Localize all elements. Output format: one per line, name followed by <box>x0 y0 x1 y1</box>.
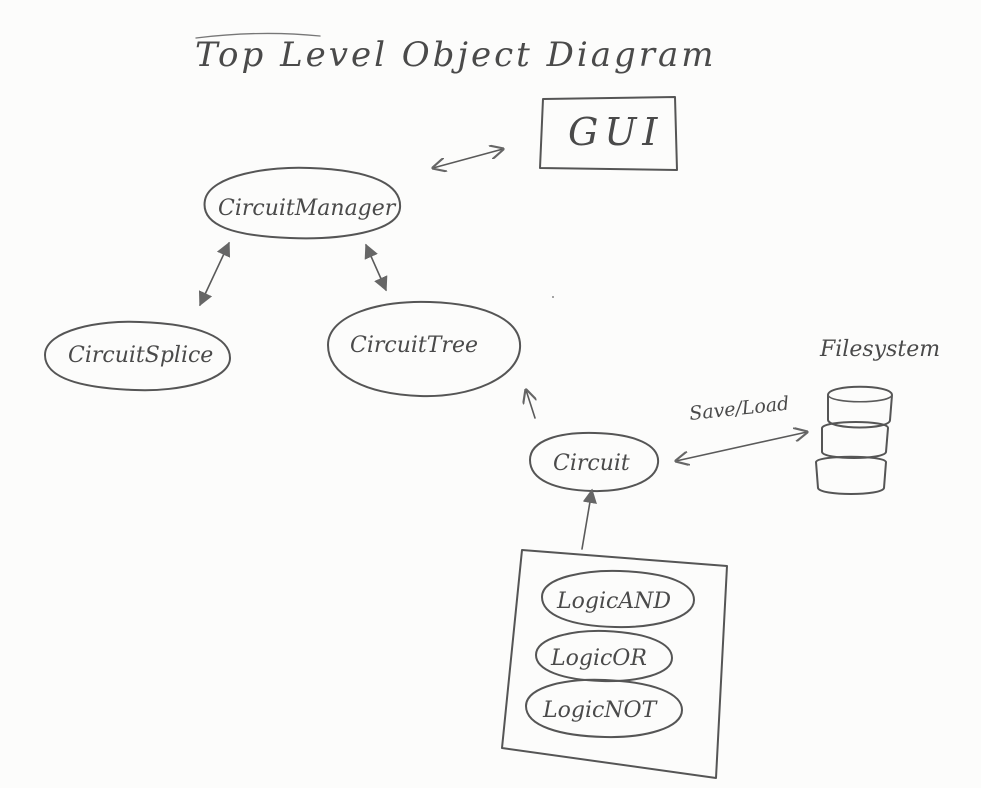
circuit-manager-node: CircuitManager <box>203 166 402 240</box>
database-icon <box>815 385 893 495</box>
logic-and-label: LogicAND <box>556 589 671 614</box>
stray-mark <box>552 296 554 298</box>
edge-circuit-filesystem <box>676 432 807 461</box>
filesystem-label: Filesystem <box>819 337 940 362</box>
circuit-label: Circuit <box>553 451 630 476</box>
circuit-manager-label: CircuitManager <box>218 196 397 221</box>
circuit-tree-label: CircuitTree <box>350 333 478 358</box>
edge-logic-circuit <box>581 488 597 550</box>
circuit-splice-label: CircuitSplice <box>68 343 213 368</box>
edge-manager-splice <box>198 241 231 307</box>
edge-manager-tree <box>364 243 388 292</box>
edge-circuit-tree <box>526 390 535 419</box>
save-load-label: Save/Load <box>688 393 790 425</box>
gui-label: GUI <box>568 110 663 154</box>
logic-not-node: LogicNOT <box>525 678 683 739</box>
filesystem-node: Filesystem <box>815 337 940 495</box>
logic-not-label: LogicNOT <box>542 698 659 723</box>
circuit-node: Circuit <box>529 431 660 493</box>
gui-node: GUI <box>539 96 678 171</box>
circuit-tree-node: CircuitTree <box>327 300 522 398</box>
logic-or-label: LogicOR <box>550 646 647 671</box>
diagram-title: Top Level Object Diagram <box>195 32 717 75</box>
circuit-splice-node: CircuitSplice <box>44 320 231 392</box>
logic-and-node: LogicAND <box>541 569 695 629</box>
edge-gui-manager <box>433 149 503 168</box>
logic-gates-container: LogicAND LogicOR LogicNOT <box>501 549 728 779</box>
diagram-title-text: Top Level Object Diagram <box>195 35 717 75</box>
logic-or-node: LogicOR <box>535 629 673 683</box>
